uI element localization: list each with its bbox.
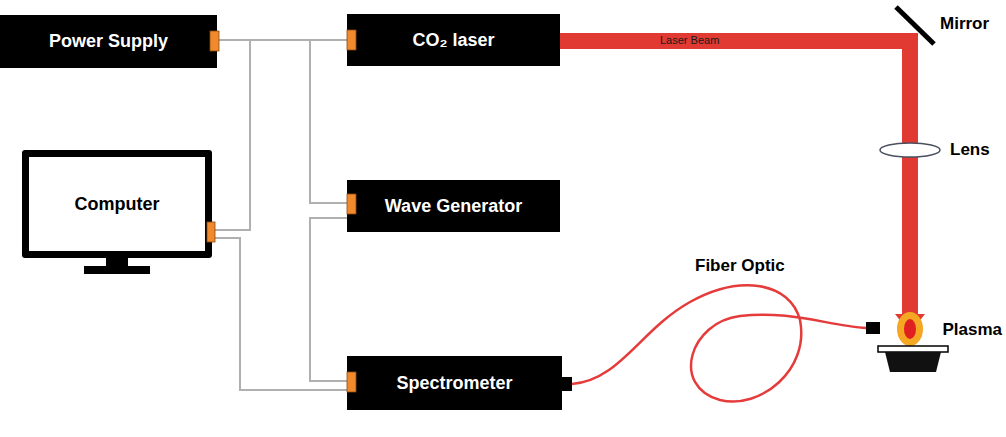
device-box: CO₂ laser [347, 14, 560, 66]
beam-label: Laser Beam [660, 34, 719, 46]
lens-symbol [880, 143, 940, 157]
device-box: Power Supply [0, 15, 217, 68]
device-box: Wave Generator [347, 180, 560, 232]
port [207, 222, 215, 242]
part-label: Plasma [942, 320, 1002, 340]
laser-beam [902, 33, 918, 317]
signal-wire [212, 40, 347, 230]
fiber-optic-cable [572, 285, 866, 401]
port [347, 194, 356, 214]
node-text: Wave Generator [379, 196, 528, 217]
port [562, 377, 572, 391]
device-box: Spectrometer [347, 356, 562, 410]
node-text: Computer [69, 194, 166, 215]
fiber-probe [866, 322, 880, 334]
signal-wire [212, 238, 347, 390]
node-text: Power Supply [43, 31, 174, 52]
node-text: Spectrometer [390, 373, 518, 394]
computer-monitor: Computer [22, 150, 212, 258]
port [347, 30, 356, 50]
mirror-symbol [896, 7, 934, 44]
plasma-glow [897, 312, 923, 346]
part-label: Fiber Optic [695, 256, 785, 276]
node-text: CO₂ laser [406, 30, 500, 51]
monitor-base [84, 266, 150, 274]
laser-beam [560, 33, 918, 49]
sample-holder [885, 352, 941, 372]
sample-plate [878, 346, 948, 352]
signal-wire [310, 218, 347, 381]
port [347, 372, 356, 392]
part-label: Mirror [940, 14, 989, 34]
part-label: Lens [950, 140, 990, 160]
port [210, 31, 219, 51]
plasma-core [904, 319, 916, 339]
signal-wire [310, 40, 347, 203]
